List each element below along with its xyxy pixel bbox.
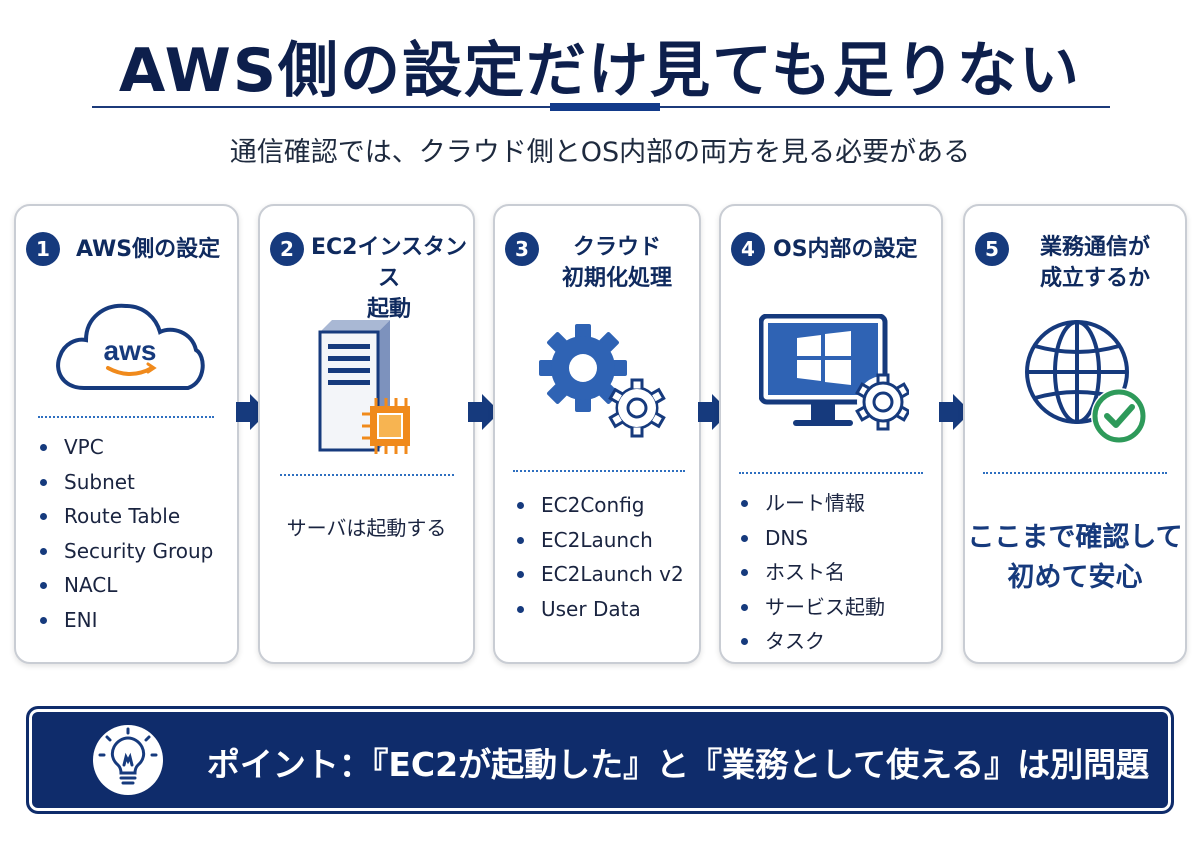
step-title-line: 成立するか — [1039, 266, 1150, 291]
aws-logo-text: aws — [104, 335, 157, 366]
step-title: AWS側の設定 — [76, 237, 221, 262]
dotted-divider — [513, 470, 685, 472]
step-title-line: 起動 — [366, 297, 411, 322]
step-number-badge: 1 — [26, 232, 60, 266]
list-item: EC2Launch — [511, 523, 684, 558]
title-underline-accent — [550, 103, 660, 111]
aws-cloud-icon: aws — [56, 303, 205, 390]
aws-settings-list: VPC Subnet Route Table Security Group NA… — [34, 430, 213, 638]
title-underline-left — [92, 106, 550, 108]
conclusion-line: ここまで確認して — [967, 522, 1183, 553]
step-title: OS内部の設定 — [773, 237, 918, 262]
step-number-badge: 2 — [270, 232, 304, 266]
dotted-divider — [739, 472, 923, 474]
page-subtitle: 通信確認では、クラウド側とOS内部の両方を見る必要がある — [229, 137, 971, 168]
dotted-divider — [280, 474, 454, 476]
list-item: ルート情報 — [735, 486, 885, 521]
lightbulb-icon — [98, 727, 158, 785]
list-item: NACL — [34, 568, 213, 603]
windows-monitor-icon — [759, 314, 909, 431]
step-number-badge: 4 — [731, 232, 765, 266]
point-message: ポイント：『EC2が起動した』と『業務として使える』は別問題 — [206, 745, 1150, 784]
lightbulb-badge — [93, 725, 163, 795]
step-card-os-settings: 4 OS内部の設定 ルート情報 — [719, 204, 943, 664]
step-card-ec2-launch: 2 EC2インスタンス 起動 サーバは起動する — [258, 204, 475, 664]
title-underline-right — [660, 106, 1110, 108]
flow-arrow-icon — [939, 394, 971, 430]
step-conclusion: ここまで確認して 初めて安心 — [965, 518, 1185, 598]
step-number-badge: 3 — [505, 232, 539, 266]
flow-arrow-icon — [236, 394, 268, 430]
list-item: サービス起動 — [735, 590, 885, 625]
list-item: DNS — [735, 521, 885, 556]
step-card-business-communication: 5 業務通信が 成立するか ここまで確認して 初めて安心 — [963, 204, 1187, 664]
list-item: EC2Launch v2 — [511, 557, 684, 592]
page-title: AWS側の設定だけ見ても足りない — [118, 36, 1082, 106]
list-item: VPC — [34, 430, 213, 465]
step-description: サーバは起動する — [286, 516, 447, 540]
globe-check-icon — [1025, 320, 1147, 444]
step-title-line: クラウド — [572, 235, 661, 260]
step-title-line: EC2インスタンス — [310, 235, 468, 291]
list-item: Security Group — [34, 534, 213, 569]
step-title: クラウド 初期化処理 — [539, 232, 695, 294]
step-card-cloud-init: 3 クラウド 初期化処理 — [493, 204, 701, 664]
step-number-badge: 5 — [975, 232, 1009, 266]
server-icon — [318, 320, 410, 454]
cloud-init-list: EC2Config EC2Launch EC2Launch v2 User Da… — [511, 488, 684, 626]
gears-icon — [539, 324, 666, 438]
point-banner: ポイント：『EC2が起動した』と『業務として使える』は別問題 — [26, 706, 1174, 814]
dotted-divider — [983, 472, 1167, 474]
list-item: タスク — [735, 624, 885, 659]
list-item: EC2Config — [511, 488, 684, 523]
flow-arrow-icon — [468, 394, 500, 430]
step-title: EC2インスタンス 起動 — [310, 232, 468, 325]
list-item: ENI — [34, 603, 213, 638]
conclusion-line: 初めて安心 — [1007, 562, 1143, 593]
step-title-line: 業務通信が — [1039, 235, 1150, 260]
dotted-divider — [38, 416, 214, 418]
windows-logo-icon — [797, 331, 851, 385]
list-item: Subnet — [34, 465, 213, 500]
list-item: ホスト名 — [735, 555, 885, 590]
list-item: User Data — [511, 592, 684, 627]
step-card-aws: 1 AWS側の設定 aws VPC Subnet Route Table Sec… — [14, 204, 239, 664]
step-title: 業務通信が 成立するか — [1015, 232, 1175, 294]
os-settings-list: ルート情報 DNS ホスト名 サービス起動 タスク — [735, 486, 885, 659]
list-item: Route Table — [34, 499, 213, 534]
step-title-line: 初期化処理 — [561, 266, 672, 291]
flow-arrow-icon — [698, 394, 730, 430]
